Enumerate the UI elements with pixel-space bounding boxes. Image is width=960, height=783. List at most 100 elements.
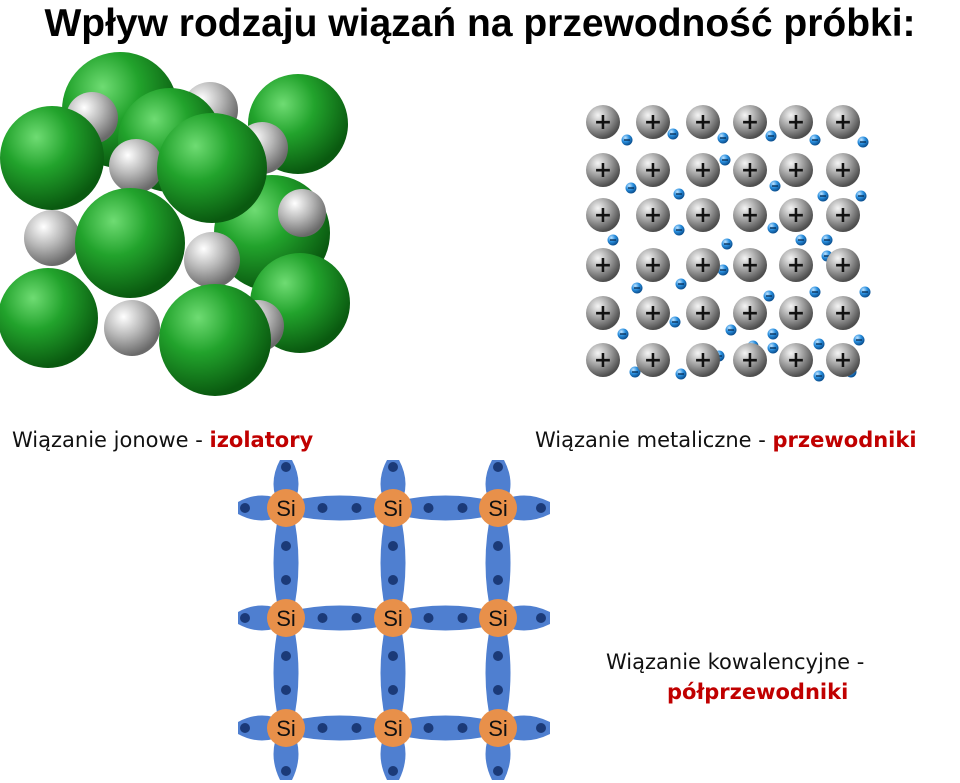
- electron: [795, 234, 807, 246]
- metal-ion: +: [779, 198, 813, 232]
- electron: [673, 188, 685, 200]
- covalent-bond: [485, 508, 511, 618]
- metallic-lattice-diagram: ++++++++++++++++++++++++++++++++++++: [586, 105, 871, 382]
- metal-ion: +: [826, 248, 860, 282]
- electron: [763, 290, 775, 302]
- svg-text:+: +: [594, 301, 612, 326]
- svg-text:+: +: [834, 348, 852, 373]
- bond-electron: [536, 503, 546, 513]
- svg-text:Si: Si: [488, 716, 508, 741]
- metal-ion: +: [733, 105, 767, 139]
- svg-text:+: +: [694, 158, 712, 183]
- svg-text:+: +: [644, 301, 662, 326]
- ionic-caption-prefix: Wiązanie jonowe -: [12, 428, 210, 452]
- metal-ion: +: [779, 296, 813, 330]
- electron: [673, 224, 685, 236]
- metal-ion: +: [636, 105, 670, 139]
- svg-text:+: +: [594, 203, 612, 228]
- electron: [631, 282, 643, 294]
- metal-ion: +: [686, 153, 720, 187]
- page-title: Wpływ rodzaju wiązań na przewodność prób…: [44, 2, 916, 45]
- covalent-bond: [273, 508, 299, 618]
- svg-text:+: +: [741, 253, 759, 278]
- electron: [767, 222, 779, 234]
- sodium-ion: [104, 300, 160, 356]
- metal-ion: +: [779, 153, 813, 187]
- bond-electron: [240, 723, 250, 733]
- sodium-ion: [109, 139, 163, 193]
- sodium-ion: [184, 232, 240, 288]
- svg-text:+: +: [787, 110, 805, 135]
- silicon-atom: Si: [374, 489, 412, 527]
- silicon-atom: Si: [479, 489, 517, 527]
- bond-electron: [317, 503, 328, 513]
- svg-text:+: +: [787, 203, 805, 228]
- electron: [859, 286, 871, 298]
- svg-text:Si: Si: [276, 606, 296, 631]
- bond-electron: [388, 651, 398, 661]
- svg-text:+: +: [694, 253, 712, 278]
- chloride-ion: [157, 113, 267, 223]
- bond-electron: [536, 723, 546, 733]
- covalent-bond: [380, 508, 406, 618]
- svg-text:+: +: [594, 348, 612, 373]
- svg-text:Si: Si: [276, 716, 296, 741]
- metal-ion: +: [733, 296, 767, 330]
- svg-text:+: +: [787, 348, 805, 373]
- metal-ion: +: [586, 296, 620, 330]
- bond-electron: [281, 462, 291, 472]
- electron: [721, 238, 733, 250]
- svg-text:+: +: [787, 301, 805, 326]
- bond-electron: [281, 541, 291, 551]
- metal-ion: +: [826, 198, 860, 232]
- metal-ion: +: [686, 198, 720, 232]
- svg-text:+: +: [741, 203, 759, 228]
- svg-text:Si: Si: [383, 496, 403, 521]
- metal-ion: +: [733, 153, 767, 187]
- silicon-atom: Si: [479, 709, 517, 747]
- bond-electron: [536, 613, 546, 623]
- covalent-bond: [393, 495, 498, 521]
- electron: [855, 190, 867, 202]
- svg-text:+: +: [644, 110, 662, 135]
- bond-electron: [423, 613, 434, 623]
- svg-text:Si: Si: [383, 716, 403, 741]
- metal-ion: +: [686, 296, 720, 330]
- bond-electron: [281, 575, 291, 585]
- electron: [853, 334, 865, 346]
- svg-text:+: +: [834, 203, 852, 228]
- ion-back-layer: [0, 52, 350, 396]
- bond-electron: [317, 723, 328, 733]
- bond-electron: [388, 462, 398, 472]
- bond-electron: [351, 723, 362, 733]
- bond-electron: [281, 766, 291, 776]
- silicon-atom: Si: [267, 489, 305, 527]
- svg-text:Si: Si: [488, 496, 508, 521]
- electron: [767, 328, 779, 340]
- svg-text:+: +: [741, 301, 759, 326]
- covalent-caption-highlight: półprzewodniki: [667, 680, 849, 704]
- bond-electron: [423, 723, 434, 733]
- electron: [625, 182, 637, 194]
- electron: [767, 342, 779, 354]
- electron: [809, 286, 821, 298]
- bond-electron: [388, 541, 398, 551]
- sodium-ion: [278, 189, 326, 237]
- bond-electron: [457, 723, 468, 733]
- electron: [617, 328, 629, 340]
- svg-text:Si: Si: [488, 606, 508, 631]
- bond-electron: [388, 685, 398, 695]
- svg-text:+: +: [834, 110, 852, 135]
- ionic-caption-highlight: izolatory: [209, 428, 314, 452]
- bond-electron: [457, 503, 468, 513]
- svg-text:+: +: [741, 348, 759, 373]
- metal-ion: +: [686, 248, 720, 282]
- bond-electron: [351, 613, 362, 623]
- electron: [607, 234, 619, 246]
- ionic-crystal-diagram: [0, 52, 350, 396]
- silicon-atom: Si: [267, 599, 305, 637]
- electron: [667, 128, 679, 140]
- electron: [717, 132, 729, 144]
- svg-text:+: +: [787, 158, 805, 183]
